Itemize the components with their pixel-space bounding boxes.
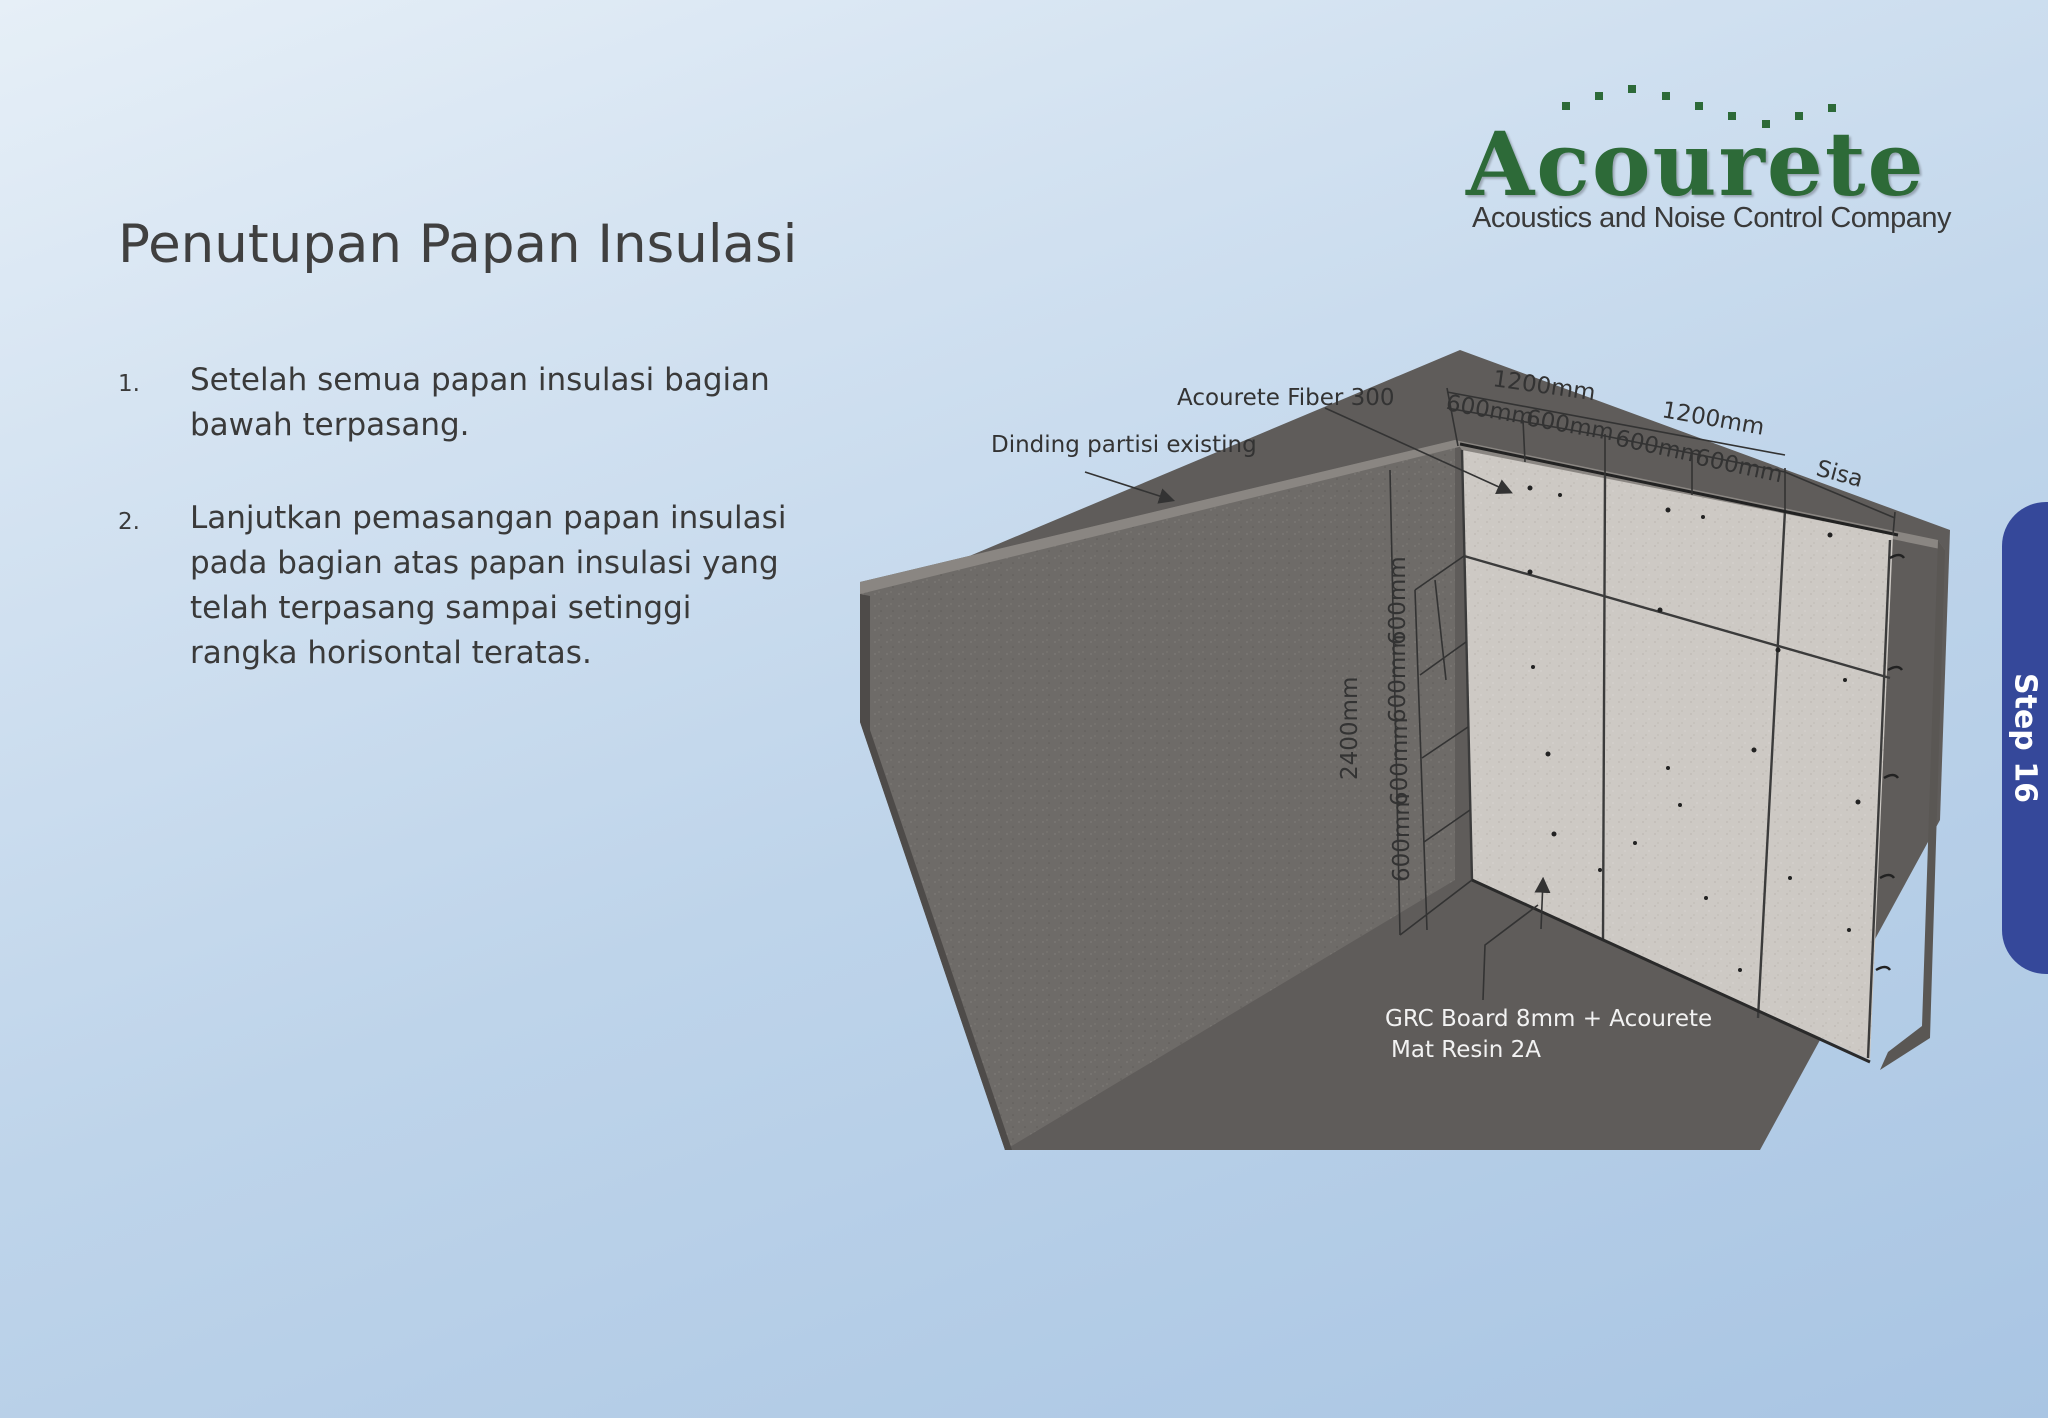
label-height-3: 600mm [1387,717,1413,806]
step-item-1: 1. Setelah semua papan insulasi bagian b… [118,358,798,448]
label-board-line1: GRC Board 8mm + Acourete [1385,1006,1712,1032]
top-rail [1459,442,1899,537]
step-side-tab: Step 16 [2002,502,2048,974]
label-height-2: 600mm [1385,634,1411,723]
board-leader-arrow [1534,876,1551,930]
logo-dots-icon [1562,85,1836,128]
width-dimension-lines [1446,387,1896,536]
bottom-track [1471,878,1871,1064]
label-board-line2: Mat Resin 2A [1391,1037,1541,1063]
label-height-total: 2400mm [1337,677,1363,780]
brand-logo: Acourete Acoustics and Noise Control Com… [1460,80,1980,250]
step-item-2: 2. Lanjutkan pemasangan papan insulasi p… [118,496,798,676]
wall-installation-diagram: Acourete Fiber 300 Dinding partisi exist… [860,350,1950,1150]
back-wall-end [1880,540,1945,1070]
step-number: 2. [118,509,140,535]
board-seams [1460,449,1892,1059]
partition-wall-top [860,440,1463,594]
label-height-1: 600mm [1385,556,1411,645]
height-dimension-lines [1389,469,1473,936]
step-list: 1. Setelah semua papan insulasi bagian b… [118,358,798,724]
step-number: 1. [118,371,140,397]
label-acourete-fiber: Acourete Fiber 300 [1177,385,1395,411]
step-text: Lanjutkan pemasangan papan insulasi pada… [190,500,787,671]
brand-tagline: Acoustics and Noise Control Company [1472,202,1951,234]
label-partition-wall: Dinding partisi existing [991,432,1257,458]
label-height-4: 600mm [1389,793,1415,882]
partition-leader [1084,471,1176,504]
board-leader [1482,904,1539,1001]
partition-wall [860,440,1455,1150]
step-tab-label: Step 16 [2007,673,2043,803]
brand-name: Acourete [1466,112,1926,216]
step-text: Setelah semua papan insulasi bagian bawa… [190,362,770,443]
edge-clips [1875,553,1905,972]
fiber-leader [1324,407,1513,494]
page-title: Penutupan Papan Insulasi [118,214,798,275]
fastener-dots [1527,485,1861,972]
insulation-board-panel [1462,450,1893,1060]
